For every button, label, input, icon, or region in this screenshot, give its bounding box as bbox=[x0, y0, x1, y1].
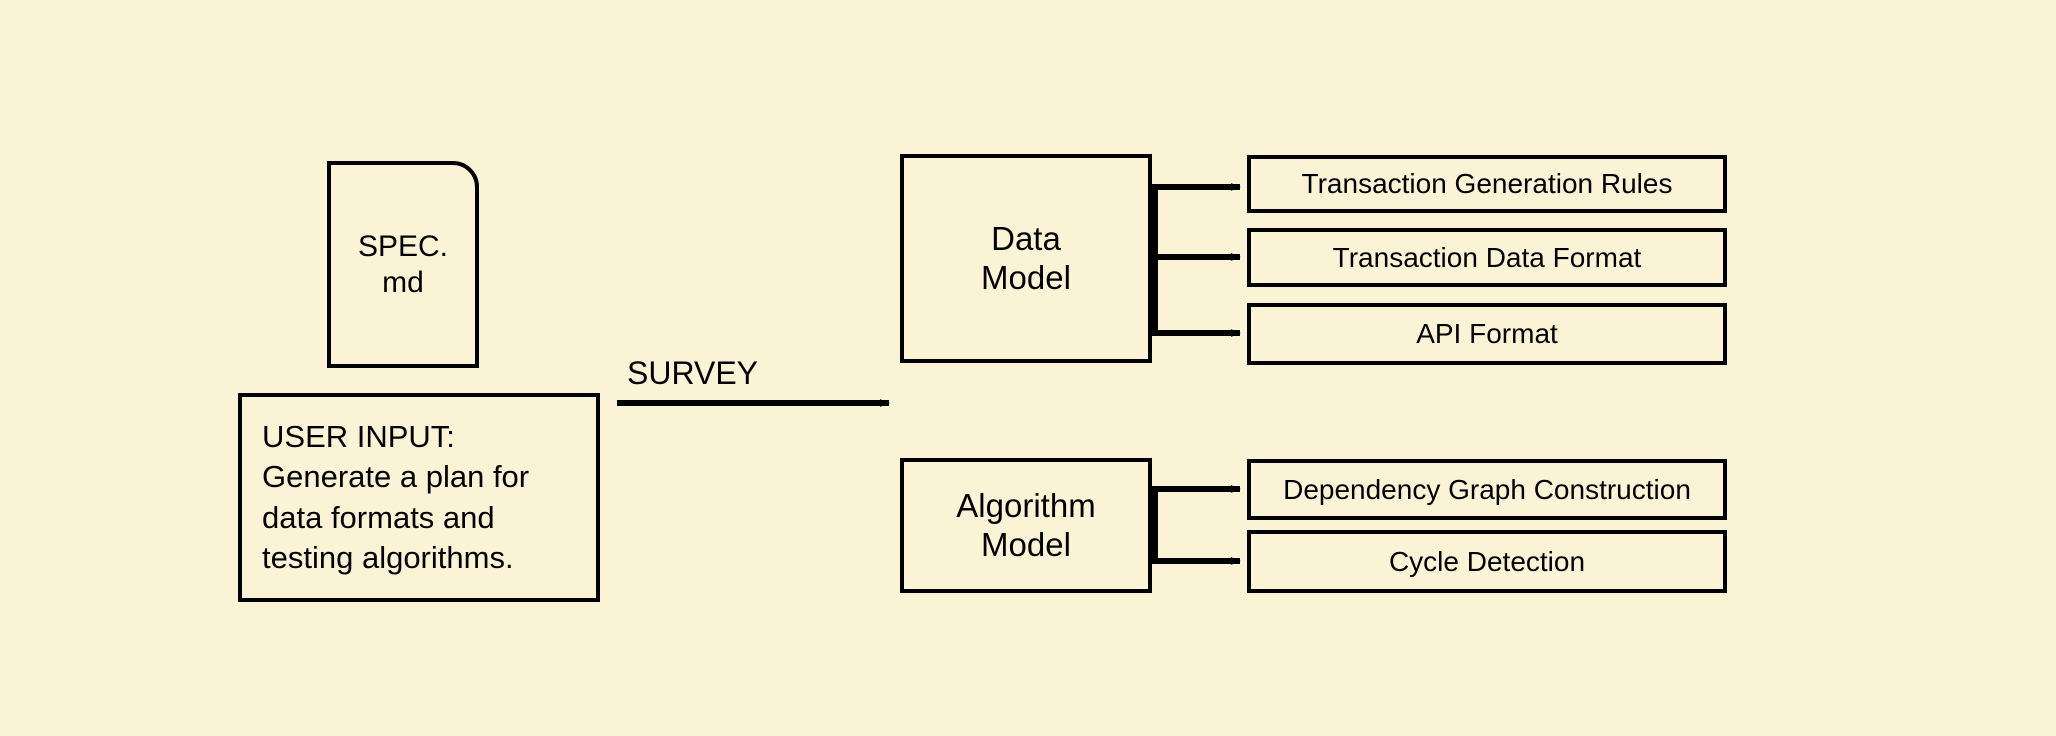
data-model-connectors bbox=[1152, 183, 1241, 337]
leaf-label: Dependency Graph Construction bbox=[1283, 473, 1691, 505]
leaf-transaction-data-format[interactable]: Transaction Data Format bbox=[1247, 228, 1727, 287]
algorithm-model-label: Algorithm Model bbox=[956, 486, 1096, 563]
spec-document-node[interactable]: SPEC. md bbox=[327, 161, 479, 368]
algorithm-model-connectors bbox=[1152, 485, 1241, 565]
data-model-label: Data Model bbox=[981, 219, 1071, 296]
user-input-node[interactable]: USER INPUT: Generate a plan for data for… bbox=[238, 393, 600, 602]
survey-edge-label: SURVEY bbox=[627, 355, 759, 391]
leaf-dependency-graph-construction[interactable]: Dependency Graph Construction bbox=[1247, 459, 1727, 520]
leaf-cycle-detection[interactable]: Cycle Detection bbox=[1247, 530, 1727, 593]
leaf-label: API Format bbox=[1416, 318, 1558, 350]
leaf-label: Transaction Data Format bbox=[1332, 241, 1642, 273]
leaf-label: Cycle Detection bbox=[1388, 545, 1586, 577]
data-model-node[interactable]: Data Model bbox=[900, 154, 1152, 363]
leaf-transaction-generation-rules[interactable]: Transaction Generation Rules bbox=[1247, 155, 1727, 213]
user-input-label: USER INPUT: Generate a plan for data for… bbox=[262, 418, 530, 575]
algorithm-model-node[interactable]: Algorithm Model bbox=[900, 458, 1152, 593]
spec-document-label: SPEC. md bbox=[357, 230, 449, 299]
leaf-label: Transaction Generation Rules bbox=[1301, 168, 1673, 200]
leaf-api-format[interactable]: API Format bbox=[1247, 303, 1727, 365]
